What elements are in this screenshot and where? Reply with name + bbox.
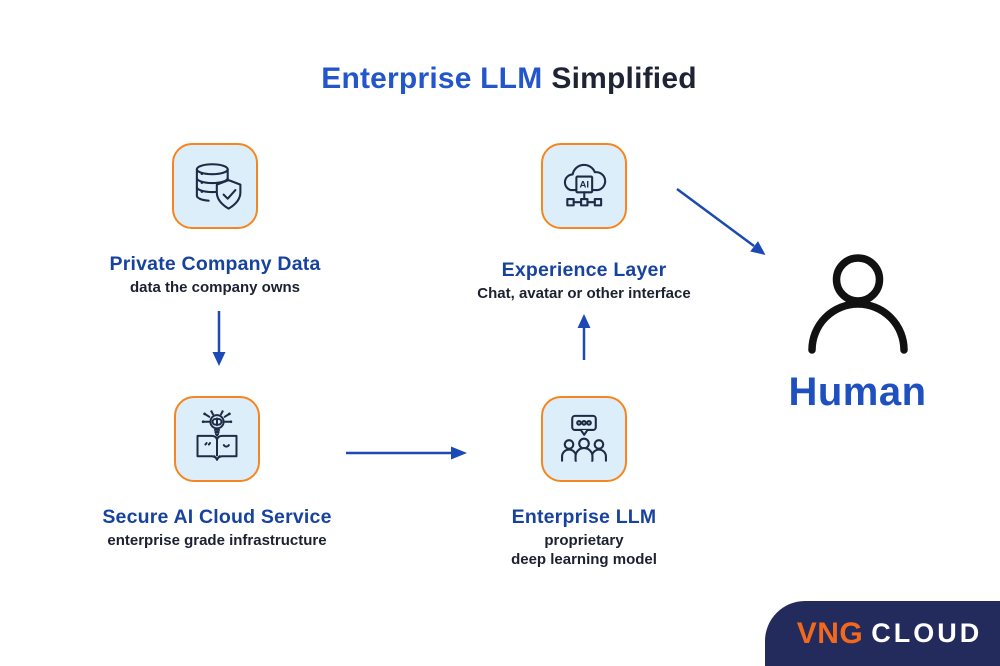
vng-cloud-logo: VNG CLOUD bbox=[765, 601, 1000, 666]
node-label: Private Company Data bbox=[109, 253, 321, 275]
arrow-down-private-to-secure bbox=[212, 311, 226, 366]
database-shield-icon bbox=[195, 163, 242, 210]
node-private-company-data: Private Company Data data the company ow… bbox=[65, 143, 365, 298]
human-block: Human bbox=[760, 254, 955, 415]
book-idea-icon bbox=[196, 410, 238, 461]
enterprise-llm-card bbox=[541, 396, 627, 482]
node-enterprise-llm: Enterprise LLM proprietary deep learning… bbox=[434, 396, 734, 570]
node-sublabel: deep learning model bbox=[511, 550, 657, 568]
chat-group-icon bbox=[561, 414, 607, 462]
secure-ai-cloud-service-card bbox=[174, 396, 260, 482]
ai-label: AI bbox=[580, 180, 590, 191]
node-sublabel: proprietary bbox=[544, 532, 624, 549]
private-company-data-card bbox=[172, 143, 258, 229]
node-label: Experience Layer bbox=[501, 259, 667, 281]
page-title: Enterprise LLM Simplified bbox=[18, 62, 1000, 96]
node-experience-layer: AI Experience Layer Chat, avatar or othe… bbox=[434, 143, 734, 304]
arrow-right-secure-to-llm bbox=[346, 446, 467, 460]
node-sublabel: enterprise grade infrastructure bbox=[107, 532, 327, 549]
ai-cloud-network-icon: AI bbox=[563, 163, 607, 207]
node-label: Enterprise LLM bbox=[511, 506, 657, 528]
node-label: Secure AI Cloud Service bbox=[102, 506, 332, 528]
person-icon bbox=[807, 254, 908, 354]
experience-layer-card: AI bbox=[541, 143, 627, 229]
logo-brand-text: VNG bbox=[796, 616, 864, 650]
title-rest: Simplified bbox=[551, 62, 697, 95]
node-sublabel: data the company owns bbox=[129, 279, 301, 296]
node-secure-ai-cloud-service: Secure AI Cloud Service enterprise grade… bbox=[67, 396, 367, 551]
title-highlight: Enterprise LLM bbox=[321, 62, 543, 95]
arrow-diagonal-experience-to-human bbox=[676, 187, 766, 255]
arrow-up-llm-to-experience bbox=[577, 314, 591, 360]
human-label: Human bbox=[788, 370, 927, 414]
node-sublabel: Chat, avatar or other interface bbox=[477, 285, 691, 302]
logo-product-text: CLOUD bbox=[871, 618, 983, 648]
